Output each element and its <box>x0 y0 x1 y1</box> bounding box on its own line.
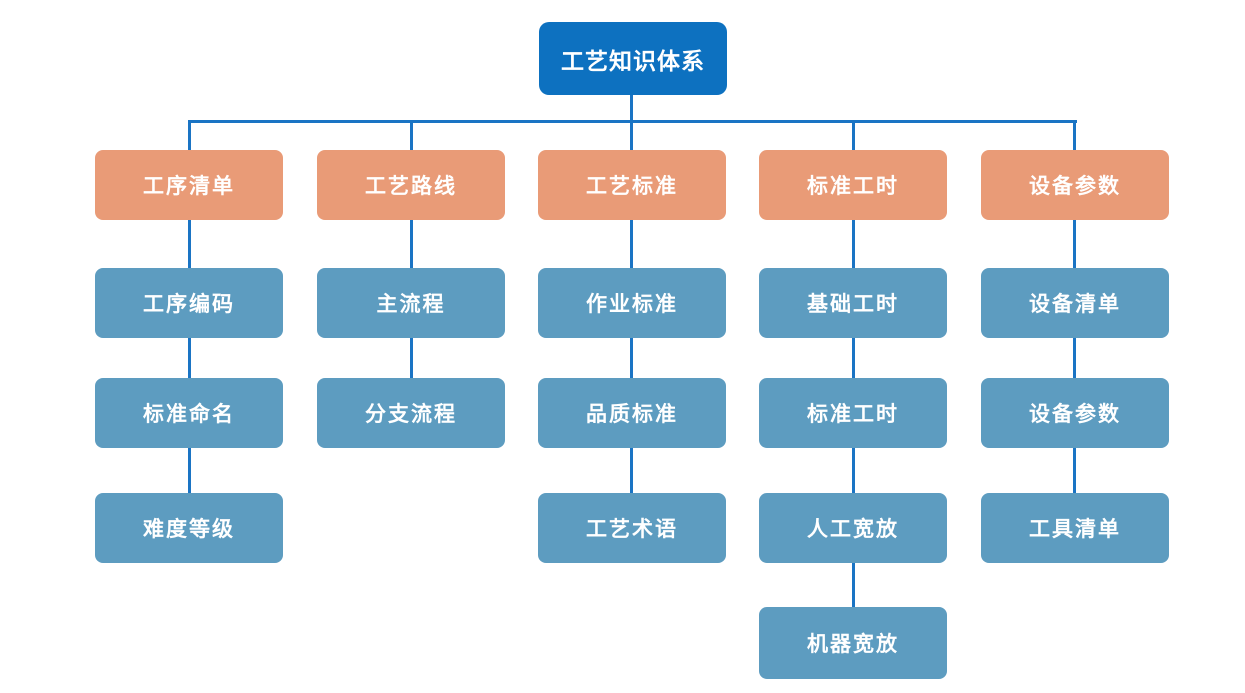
branch-node-equipment-params: 设备参数 <box>981 150 1169 220</box>
child-node-quality-standard: 品质标准 <box>538 378 726 448</box>
child-node-machine-allowance: 机器宽放 <box>759 607 947 679</box>
child-node-operation-standard: 作业标准 <box>538 268 726 338</box>
connector-root-stem <box>630 95 633 123</box>
branch-node-standard-hours: 标准工时 <box>759 150 947 220</box>
child-node-base-hours: 基础工时 <box>759 268 947 338</box>
branch-node-process-standard: 工艺标准 <box>538 150 726 220</box>
branch-node-process-list: 工序清单 <box>95 150 283 220</box>
child-node-standard-hours: 标准工时 <box>759 378 947 448</box>
root-node-process-knowledge-system: 工艺知识体系 <box>539 22 727 95</box>
child-node-process-terminology: 工艺术语 <box>538 493 726 563</box>
child-node-tool-list: 工具清单 <box>981 493 1169 563</box>
child-node-equipment-list: 设备清单 <box>981 268 1169 338</box>
connector-column-2 <box>410 120 413 388</box>
branch-node-process-route: 工艺路线 <box>317 150 505 220</box>
child-node-branch-flow: 分支流程 <box>317 378 505 448</box>
child-node-standard-naming: 标准命名 <box>95 378 283 448</box>
child-node-equipment-params: 设备参数 <box>981 378 1169 448</box>
connector-column-4 <box>852 120 855 617</box>
child-node-main-flow: 主流程 <box>317 268 505 338</box>
child-node-labor-allowance: 人工宽放 <box>759 493 947 563</box>
child-node-process-code: 工序编码 <box>95 268 283 338</box>
child-node-difficulty-level: 难度等级 <box>95 493 283 563</box>
